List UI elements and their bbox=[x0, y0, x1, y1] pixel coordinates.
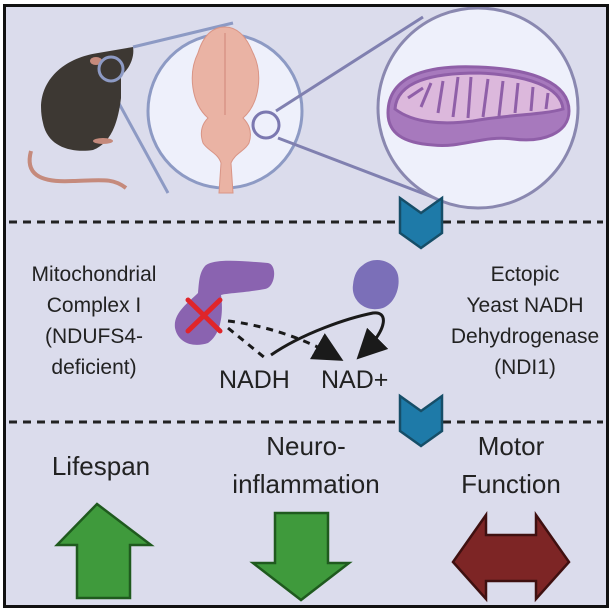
outcome-label-neuroinflammation: Neuro- inflammation bbox=[216, 427, 396, 503]
dashed-line-nadh-to-complex bbox=[227, 326, 266, 360]
solid-arrow-nadh-to-nad bbox=[270, 311, 389, 360]
inhibition-x-icon bbox=[185, 297, 223, 334]
dashed-arrow-complex-to-nad bbox=[227, 319, 344, 361]
complex-i-icon bbox=[174, 260, 275, 345]
label-line: deficient) bbox=[51, 356, 137, 379]
label-line: Motor bbox=[477, 431, 545, 461]
label-line: Complex I bbox=[46, 294, 142, 317]
label-line: (NDUFS4- bbox=[45, 325, 143, 348]
brain-icon bbox=[191, 26, 281, 194]
complex-i-label: Mitochondrial Complex I (NDUFS4- deficie… bbox=[14, 259, 174, 383]
label-line: Yeast NADH bbox=[466, 294, 584, 317]
label-line: Function bbox=[461, 469, 561, 499]
label-line: Neuro- bbox=[266, 431, 346, 461]
label-line: Lifespan bbox=[51, 451, 151, 481]
mouse-icon bbox=[27, 47, 134, 190]
label-line: Ectopic bbox=[490, 263, 560, 286]
arrow-bidirectional-icon bbox=[451, 511, 571, 603]
outcome-label-motor-function: Motor Function bbox=[436, 427, 586, 503]
chevron-down-icon bbox=[398, 393, 444, 448]
arrow-up-icon bbox=[54, 502, 155, 600]
diagram-canvas bbox=[9, 7, 603, 603]
arrow-down-icon bbox=[249, 511, 353, 602]
label-line: Dehydrogenase bbox=[450, 325, 600, 348]
nad-plus-label: NAD+ bbox=[321, 366, 389, 394]
figure-frame: Mitochondrial Complex I (NDUFS4- deficie… bbox=[3, 4, 609, 608]
ndi1-label: Ectopic Yeast NADH Dehydrogenase (NDI1) bbox=[444, 259, 606, 383]
outcome-label-lifespan: Lifespan bbox=[26, 447, 176, 485]
zoom-lines-brain bbox=[275, 15, 449, 205]
label-line: (NDI1) bbox=[494, 356, 556, 379]
nadh-label: NADH bbox=[219, 366, 290, 394]
chevron-down-icon bbox=[398, 195, 444, 250]
ndi1-icon bbox=[352, 260, 399, 310]
label-line: Mitochondrial bbox=[31, 263, 157, 286]
label-line: inflammation bbox=[232, 469, 380, 499]
mitochondrion-icon bbox=[386, 65, 571, 147]
zoom-lines-mouse bbox=[114, 21, 234, 194]
